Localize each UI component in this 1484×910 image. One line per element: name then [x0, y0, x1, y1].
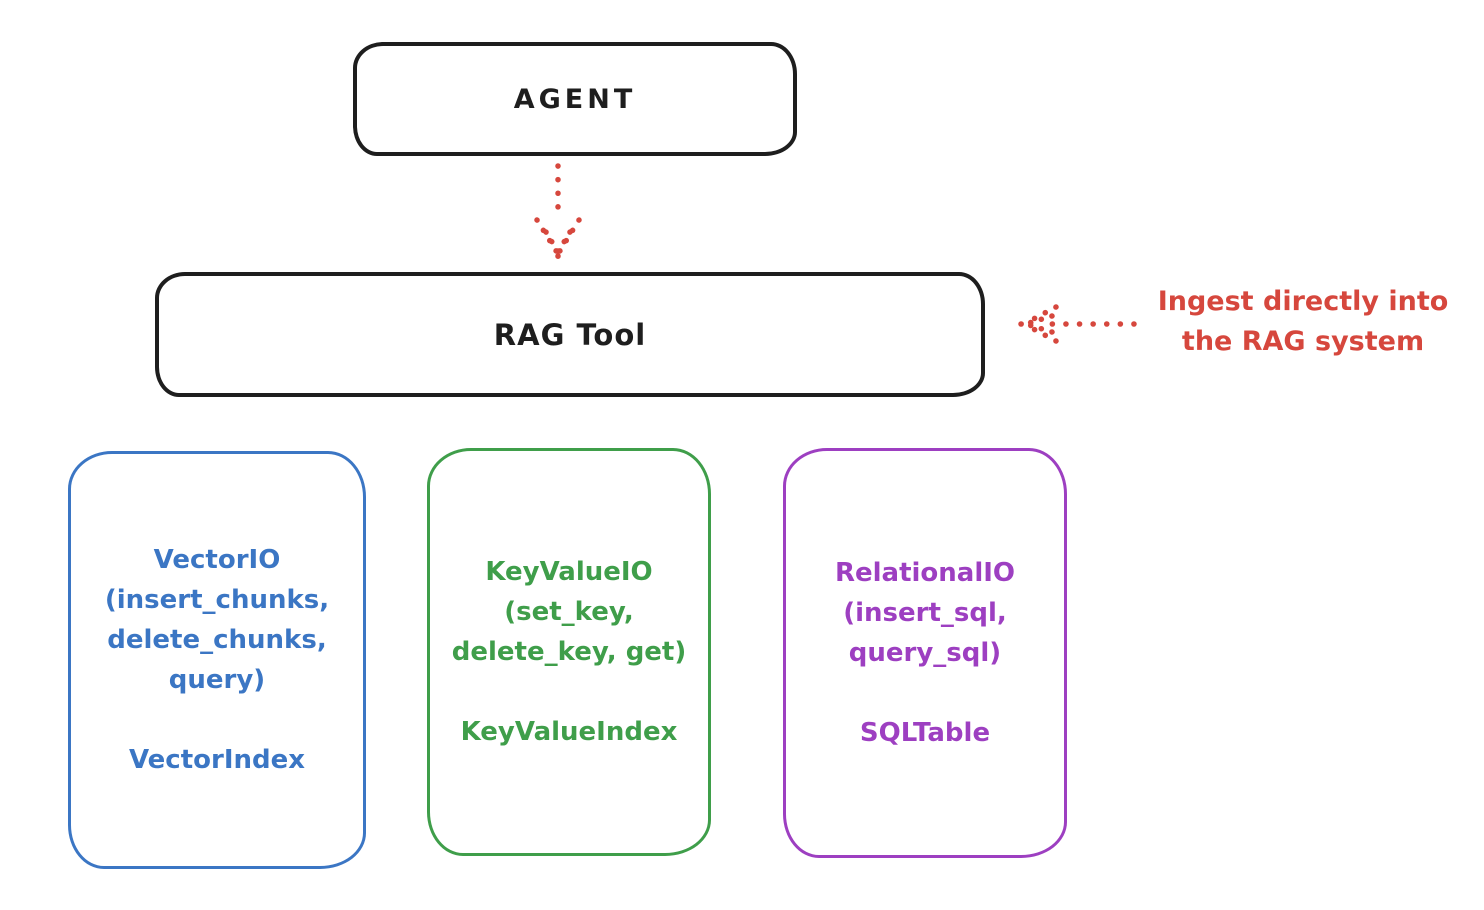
rag-tool-label: RAG Tool — [493, 317, 647, 352]
keyvalue-io-methods-line1: (set_key, — [504, 597, 634, 627]
keyvalue-io-card: KeyValueIO (set_key, delete_key, get) Ke… — [427, 448, 711, 856]
agent-to-rag-arrow-icon — [534, 163, 582, 259]
relational-io-methods-line2: query_sql) — [848, 638, 1002, 668]
agent-node: AGENT — [353, 42, 797, 156]
relational-io-methods-line1: (insert_sql, — [843, 598, 1007, 628]
vector-index-label: VectorIndex — [128, 745, 306, 775]
vector-io-methods-line1: (insert_chunks, — [104, 585, 330, 615]
annotation-to-rag-arrow-icon — [1018, 304, 1137, 344]
relational-io-title: RelationalIO — [834, 558, 1016, 588]
agent-label: AGENT — [513, 83, 637, 115]
ingest-annotation-line1: Ingest directly into — [1157, 286, 1449, 317]
rag-tool-node: RAG Tool — [155, 272, 985, 397]
ingest-annotation: Ingest directly into the RAG system — [1138, 282, 1468, 362]
vector-io-methods-line3: query) — [168, 665, 266, 695]
keyvalue-index-label: KeyValueIndex — [460, 717, 678, 747]
keyvalue-io-title: KeyValueIO — [485, 557, 653, 587]
vector-io-methods-line2: delete_chunks, — [107, 625, 327, 655]
ingest-annotation-line2: the RAG system — [1181, 326, 1425, 357]
vector-io-card: VectorIO (insert_chunks, delete_chunks, … — [68, 451, 366, 869]
keyvalue-io-methods-line2: delete_key, get) — [451, 637, 687, 667]
sql-table-label: SQLTable — [859, 718, 991, 748]
relational-io-card: RelationalIO (insert_sql, query_sql) SQL… — [783, 448, 1067, 858]
vector-io-title: VectorIO — [153, 545, 281, 575]
